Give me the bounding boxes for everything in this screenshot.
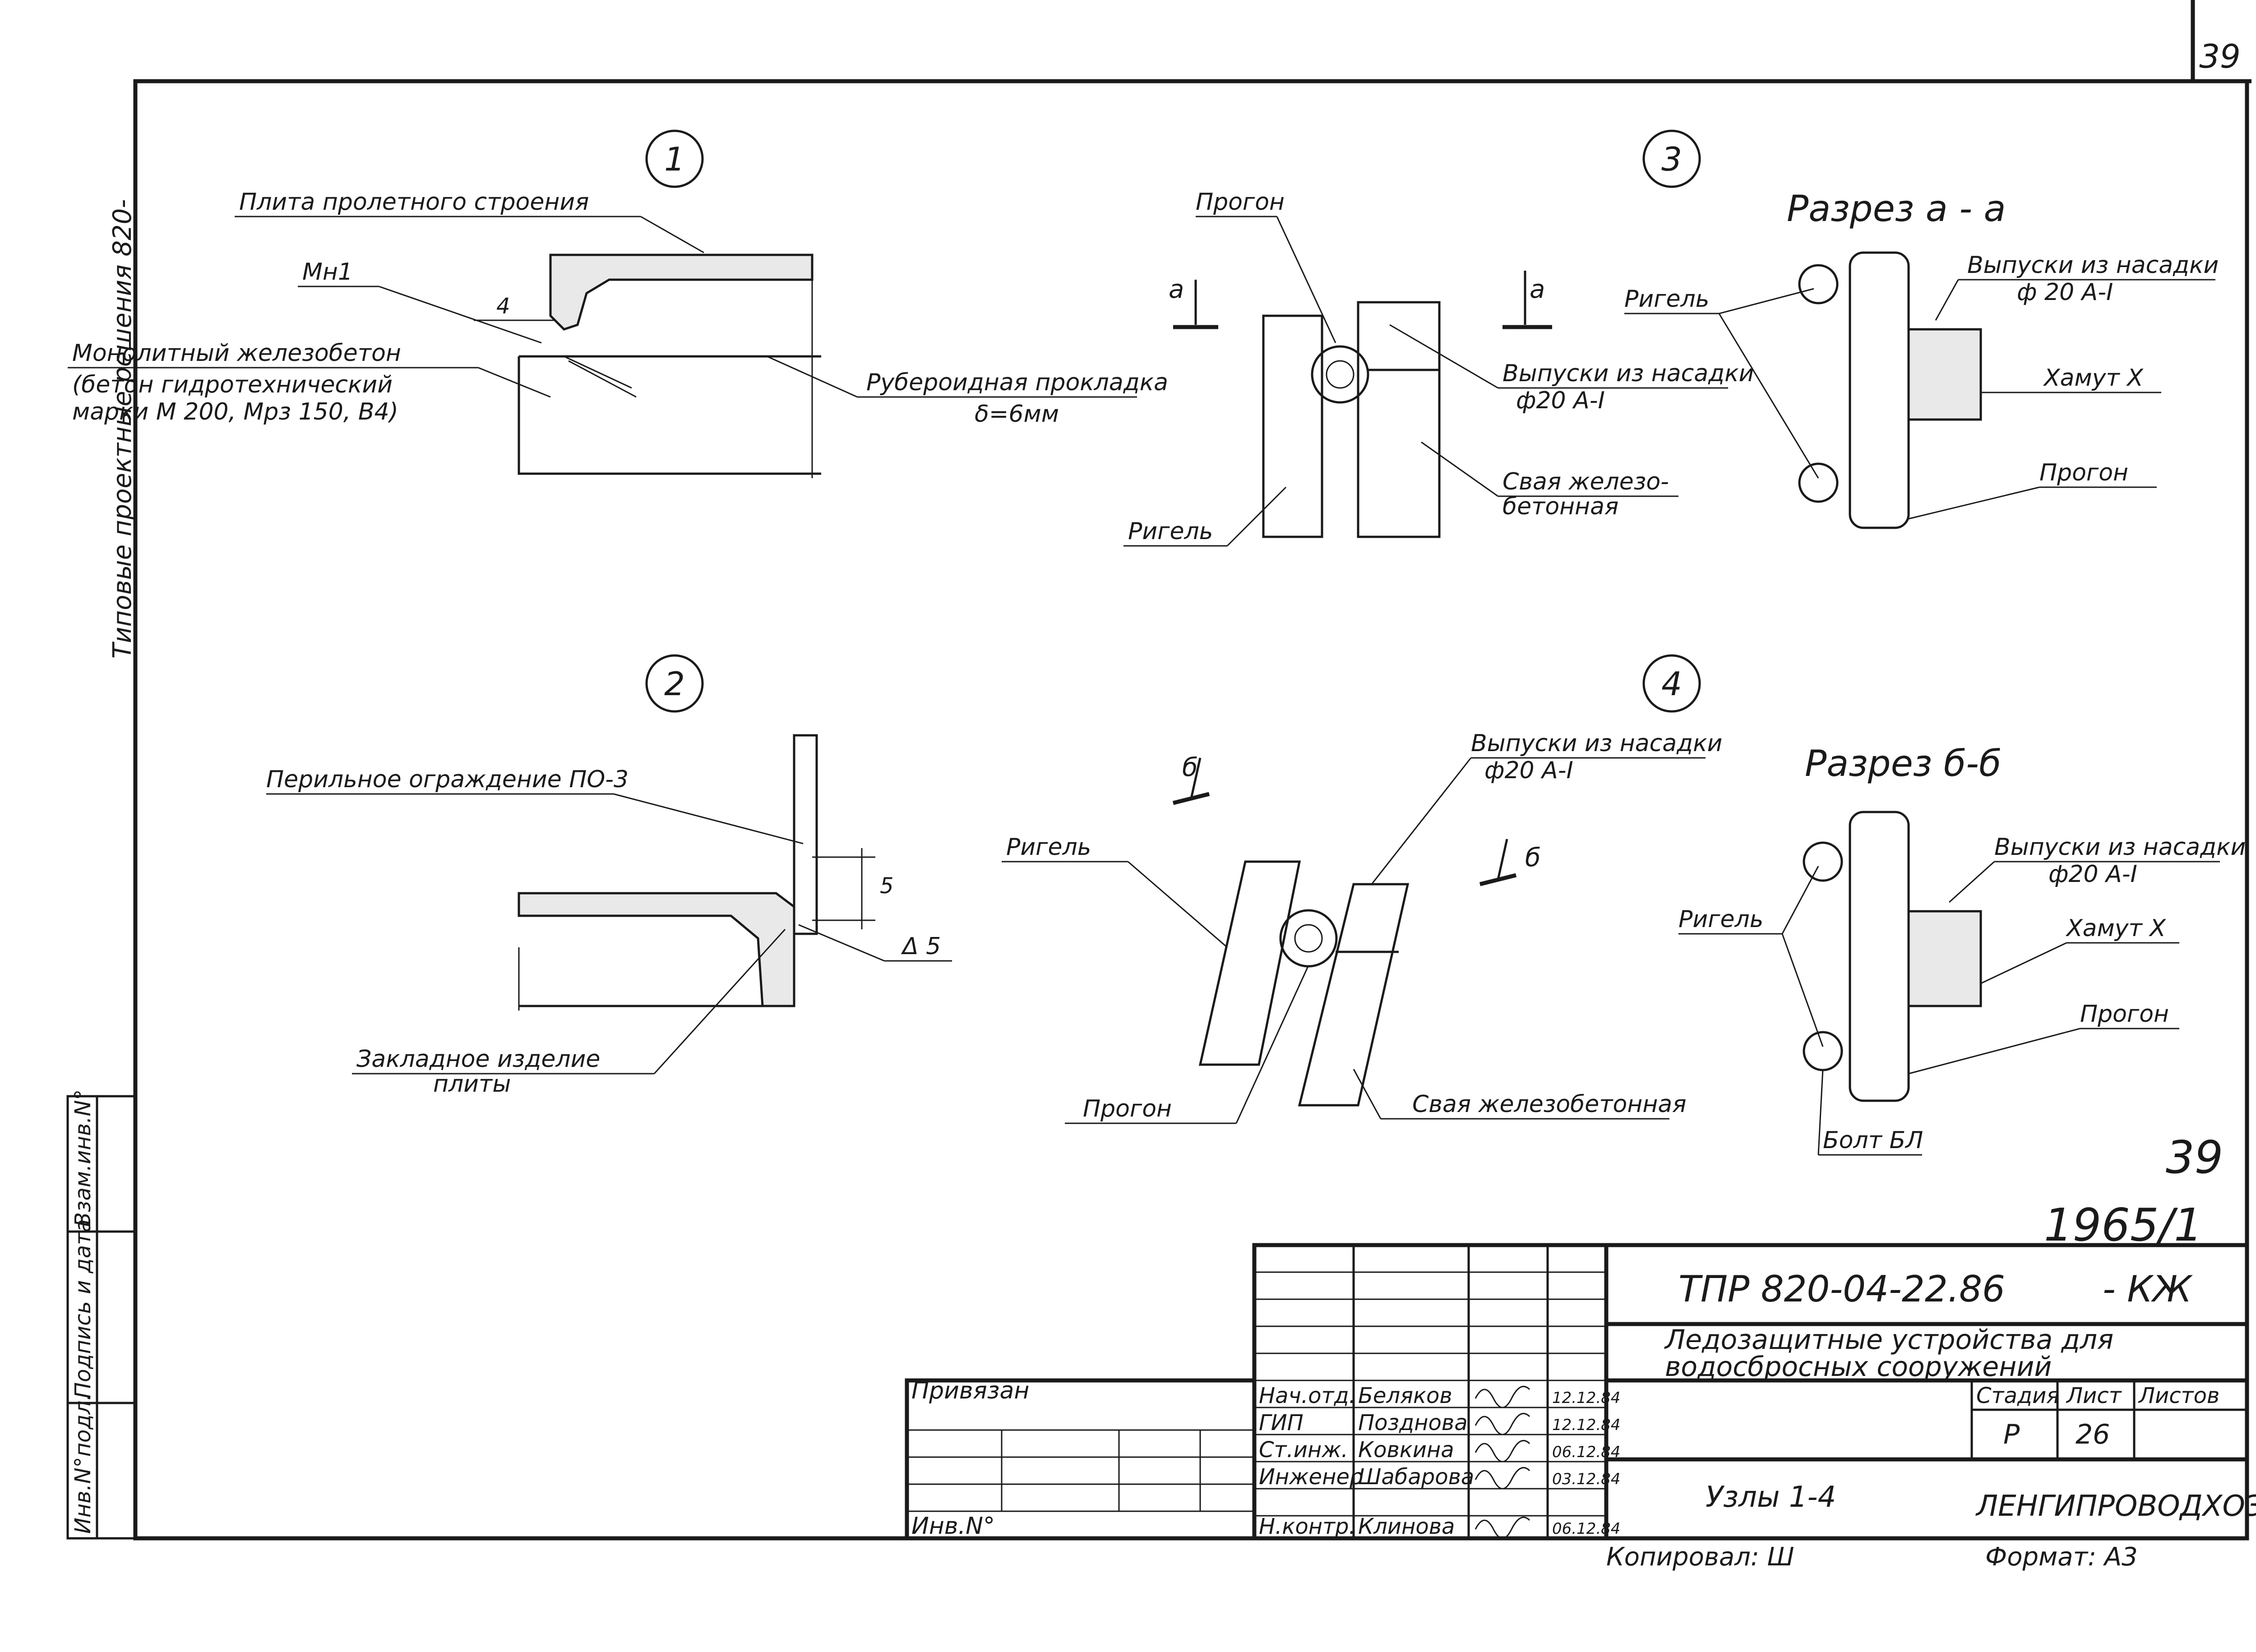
node-3: 3 Прогон а а Выпуски из насадки ф20 А-I … (1123, 129, 1754, 547)
node-4-label-pile: Свая железобетонная (1412, 1091, 1686, 1118)
node-2: 2 5 Перильное ограждение ПО-3 Δ 5 Заклад… (266, 654, 952, 1098)
document-title-1: Ледозащитные устройства для (1664, 1324, 2113, 1356)
section-bb-label-bolt: Болт БЛ (1823, 1127, 1923, 1154)
node-3-label-outlets-2: ф20 А-I (1516, 387, 1605, 414)
section-bb-label-outlets-2: ф20 А-I (2048, 861, 2137, 888)
sig-role-3: Ст.инж. (1259, 1437, 1348, 1463)
node-1-label-concrete-2: (бетон гидротехнический (72, 371, 393, 398)
stage-value: Р (2003, 1419, 2020, 1450)
document-mark: - КЖ (2103, 1268, 2193, 1310)
node-3-number: 3 (1661, 140, 1682, 178)
sig-date-5: 06.12.84 (1552, 1520, 1620, 1538)
section-aa-label-outlets-2: ф 20 А-I (2017, 279, 2113, 306)
sig-role-2: ГИП (1259, 1410, 1304, 1435)
side-label: Типовые проектные решения 820- (108, 199, 137, 659)
sig-role-5: Н.контр. (1259, 1514, 1356, 1539)
signature-mark-5 (1475, 1516, 1530, 1539)
sig-name-1: Беляков (1358, 1383, 1452, 1408)
node-2-weld: Δ 5 (901, 933, 941, 960)
node-1-label-ruberoid: Рубероидная прокладка (866, 369, 1168, 396)
section-aa-label-clamp: Хамут X (2043, 365, 2144, 392)
node-4: 4 б б Выпуски из насадки ф20 А-I Ригель … (1002, 654, 1722, 1124)
node-2-label-railing: Перильное ограждение ПО-3 (266, 766, 629, 793)
format-label: Формат: А3 (1985, 1542, 2138, 1572)
signature-mark-2 (1475, 1412, 1530, 1435)
title-block: ТПР 820-04-22.86 - КЖ Ледозащитные устро… (905, 1243, 2256, 1572)
side-stamp: Инв.N°подл. Подпись и дата Взам.инв.N° (66, 1089, 137, 1540)
node-3-cut-right: а (1530, 275, 1545, 304)
section-bb: Разрез б-б Ригель Выпуски из насадки ф20… (1678, 743, 2246, 1156)
node-2-label-embed: Закладное изделие (356, 1046, 600, 1073)
node-2-label-embed-2: плиты (433, 1071, 511, 1098)
sig-date-2: 12.12.84 (1552, 1416, 1620, 1434)
node-1: 1 Плита пролетного строения Мн1 4 Моноли… (68, 129, 1168, 478)
node-3-label-girder: Ригель (1128, 518, 1213, 545)
node-2-dim: 5 (880, 873, 894, 899)
handwritten-page: 39 (2166, 1131, 2223, 1184)
node-1-number: 1 (664, 140, 685, 178)
bound-label: Привязан (911, 1377, 1029, 1404)
section-aa-title: Разрез а - а (1787, 188, 2006, 230)
handwritten-code: 1965/1 (2044, 1199, 2203, 1251)
signature-rows: Нач.отд. Беляков 12.12.84 ГИП Позднова 1… (1259, 1383, 1620, 1539)
sig-name-2: Позднова (1358, 1410, 1468, 1435)
section-bb-label-outlets: Выпуски из насадки (1994, 834, 2246, 861)
signature-mark-3 (1475, 1440, 1530, 1463)
section-aa-label-outlets: Выпуски из насадки (1967, 252, 2219, 279)
sheet-title: Узлы 1-4 (1706, 1481, 1836, 1514)
node-3-label-outlets: Выпуски из насадки (1502, 360, 1754, 387)
node-4-label-outlets-2: ф20 А-I (1484, 757, 1573, 784)
node-1-label-ruberoid-2: δ=6мм (975, 401, 1059, 428)
sig-date-3: 06.12.84 (1552, 1443, 1620, 1461)
section-aa: Разрез а - а Ригель Выпуски из насадки ф… (1624, 188, 2219, 529)
section-aa-label-purlin: Прогон (2039, 459, 2128, 486)
node-1-label-mn: Мн1 (302, 258, 353, 286)
section-aa-label-girder: Ригель (1624, 286, 1709, 313)
node-4-label-outlets: Выпуски из насадки (1471, 730, 1722, 757)
document-title-2: водосбросных сооружений (1665, 1351, 2052, 1383)
section-bb-label-girder: Ригель (1678, 906, 1763, 933)
sig-date-1: 12.12.84 (1552, 1389, 1620, 1407)
node-3-label-purlin: Прогон (1196, 189, 1285, 216)
sheet-header: Лист (2066, 1383, 2122, 1408)
organization: ЛЕНГИПРОВОДХОЗ (1975, 1490, 2256, 1523)
sheet-value: 26 (2076, 1419, 2110, 1450)
drawing-frame (133, 79, 2249, 1541)
node-1-label-plate: Плита пролетного строения (239, 189, 589, 216)
node-4-cut-left: б (1182, 753, 1198, 782)
sig-name-5: Клинова (1358, 1514, 1455, 1539)
section-bb-label-purlin: Прогон (2080, 1001, 2169, 1028)
page-number: 39 (2199, 37, 2241, 75)
document-code: ТПР 820-04-22.86 (1678, 1268, 2005, 1310)
node-4-label-girder: Ригель (1006, 834, 1091, 861)
node-2-number: 2 (664, 665, 685, 703)
node-3-cut-left: а (1169, 275, 1184, 304)
side-stamp-sign: Подпись и дата (70, 1219, 96, 1398)
sig-name-3: Ковкина (1358, 1437, 1454, 1463)
side-stamp-inv: Инв.N°подл. (70, 1394, 96, 1534)
sig-role-1: Нач.отд. (1259, 1383, 1356, 1408)
signature-mark-4 (1475, 1467, 1530, 1490)
signature-mark-1 (1475, 1385, 1530, 1408)
node-1-dim: 4 (496, 294, 510, 319)
section-bb-label-clamp: Хамут X (2065, 915, 2166, 942)
node-4-number: 4 (1661, 665, 1682, 703)
sig-role-4: Инженер (1259, 1464, 1363, 1490)
node-3-label-pile-2: бетонная (1502, 493, 1618, 520)
section-bb-title: Разрез б-б (1805, 743, 2001, 784)
sig-date-4: 03.12.84 (1552, 1470, 1620, 1488)
node-3-label-pile: Свая железо- (1502, 468, 1669, 495)
node-4-label-purlin: Прогон (1083, 1095, 1172, 1122)
side-stamp-replace: Взам.инв.N° (70, 1089, 96, 1227)
node-4-cut-right: б (1525, 843, 1541, 872)
node-1-label-concrete-3: марки М 200, Мрз 150, В4) (72, 398, 398, 425)
sheets-header: Листов (2138, 1383, 2219, 1408)
sig-name-4: Шабарова (1358, 1464, 1474, 1490)
inv-no-label: Инв.N° (911, 1513, 995, 1540)
copied-label: Копировал: Ш (1606, 1542, 1794, 1572)
stage-header: Стадия (1976, 1383, 2059, 1408)
node-1-label-concrete: Монолитный железобетон (72, 340, 401, 367)
